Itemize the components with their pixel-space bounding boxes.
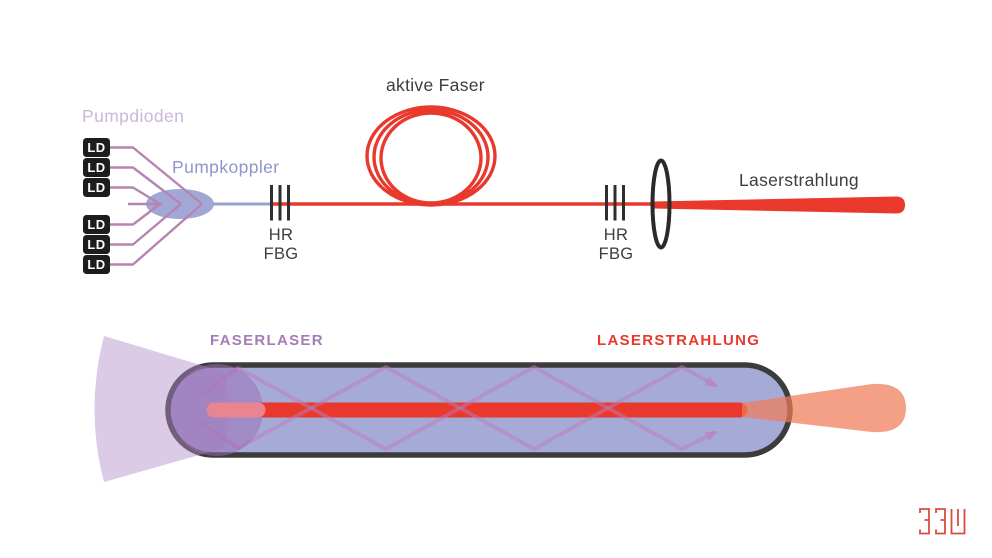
pump-delivery-fibers (110, 146, 203, 266)
laser-diode-box: LD (83, 215, 110, 234)
pump-fiber-line (110, 203, 203, 266)
pump-fiber-line (110, 166, 182, 205)
laserstrahlung-label-bottom: LASERSTRAHLUNG (597, 332, 761, 349)
pump-fiber-line (110, 186, 161, 206)
pump-coupler-group (110, 146, 214, 266)
fbg-left-label-hr: HR (268, 226, 294, 244)
fbg-right-label-hr: HR (603, 226, 629, 244)
bbw-logo (919, 508, 966, 535)
collimating-lens (650, 158, 672, 250)
faserlaser-label: FASERLASER (210, 332, 324, 349)
fbg-left-label-fbg: FBG (263, 245, 299, 263)
fiber-laser-capsule-group (94, 336, 906, 482)
fbg-right-label-fbg: FBG (598, 245, 634, 263)
output-laser-beam-bottom (742, 383, 906, 433)
pumpkoppler-label: Pumpkoppler (172, 157, 280, 177)
bbw-logo-glyph (935, 508, 946, 535)
bbw-logo-glyph (919, 508, 930, 535)
laser-diode-box: LD (83, 235, 110, 254)
fbg-left-bars (270, 185, 290, 221)
bbw-logo-glyph (950, 509, 966, 535)
pump-fiber-line (110, 203, 182, 246)
fiber-coil-loop (365, 105, 497, 207)
laserstrahlung-label-top: Laserstrahlung (739, 170, 859, 190)
pump-fiber-line (110, 146, 203, 205)
laser-diode-box: LD (83, 158, 110, 177)
fbg-right-bars (605, 185, 625, 221)
laser-diode-box: LD (83, 178, 110, 197)
laser-diode-box: LD (83, 255, 110, 274)
output-laser-beam-top (653, 196, 905, 214)
pump-fiber-line (110, 203, 161, 226)
pumpdioden-label: Pumpdioden (82, 106, 185, 126)
aktive-faser-label: aktive Faser (386, 75, 485, 95)
laser-diode-box: LD (83, 138, 110, 157)
fiber-coil-loop (379, 111, 483, 205)
fiber-coil-loop (372, 108, 490, 206)
fiber-coil (365, 105, 497, 207)
